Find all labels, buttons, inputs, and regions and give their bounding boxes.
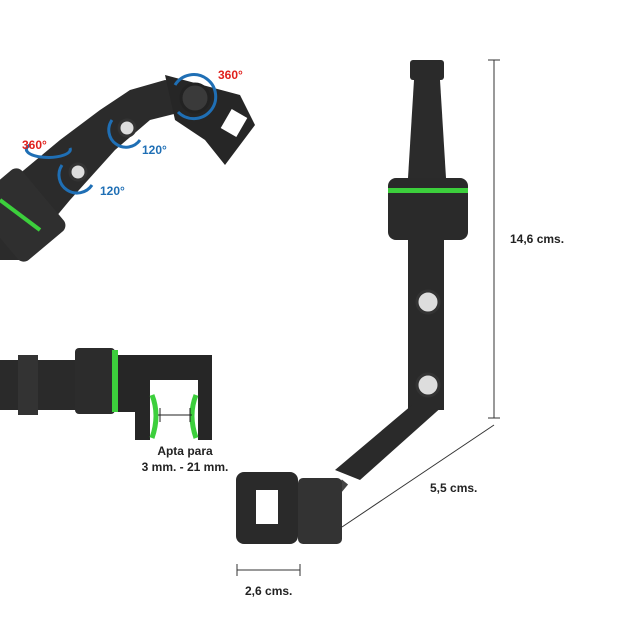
clamp-caption: Apta para 3 mm. - 21 mm. [130, 443, 240, 475]
mount-main-view [236, 60, 468, 544]
rotation-label-120-lower: 120° [100, 184, 125, 198]
height-dimension-label: 14,6 cms. [510, 232, 565, 246]
dimension-lines [236, 59, 500, 576]
articulated-arm-view [0, 73, 255, 262]
clamp-caption-line1: Apta para [157, 444, 213, 458]
rotation-label-360-top: 360° [218, 68, 243, 82]
clamp-caption-line2: 3 mm. - 21 mm. [141, 460, 229, 474]
rotation-label-360-left: 360° [22, 138, 47, 152]
arm-dimension-label: 5,5 cms. [430, 481, 478, 495]
rotation-label-120-upper: 120° [142, 143, 167, 157]
width-dimension-label: 2,6 cms. [245, 584, 293, 598]
clamp-view [0, 348, 212, 440]
